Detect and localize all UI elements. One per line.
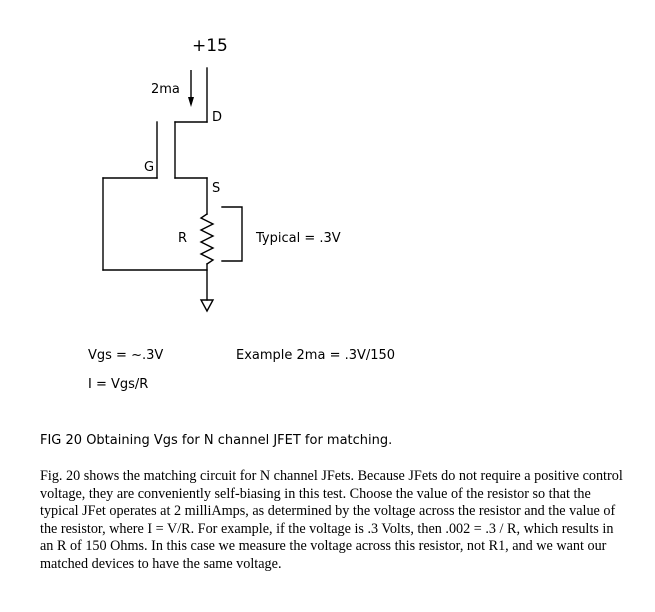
supply-label: +15 [192,36,228,56]
example-equation: Example 2ma = .3V/150 [236,348,396,363]
resistor-label: R [178,231,187,246]
current-label: 2ma [151,82,180,97]
current-arrow-icon [188,70,194,107]
ground-icon [199,299,215,313]
source-label: S [212,181,220,196]
measurement-bracket [221,206,243,262]
typical-voltage-label: Typical = .3V [255,231,341,246]
description-paragraph: Fig. 20 shows the matching circuit for N… [40,468,623,572]
figure-caption: FIG 20 Obtaining Vgs for N channel JFET … [40,433,393,448]
drain-label: D [212,110,222,125]
jfet-circuit-diagram: +15 2ma D G S R Typical = .3V [102,36,341,313]
vgs-equation: Vgs = ~.3V [88,348,164,363]
resistor-r [199,213,215,265]
current-equation: I = Vgs/R [88,377,149,392]
gate-label: G [144,160,154,175]
